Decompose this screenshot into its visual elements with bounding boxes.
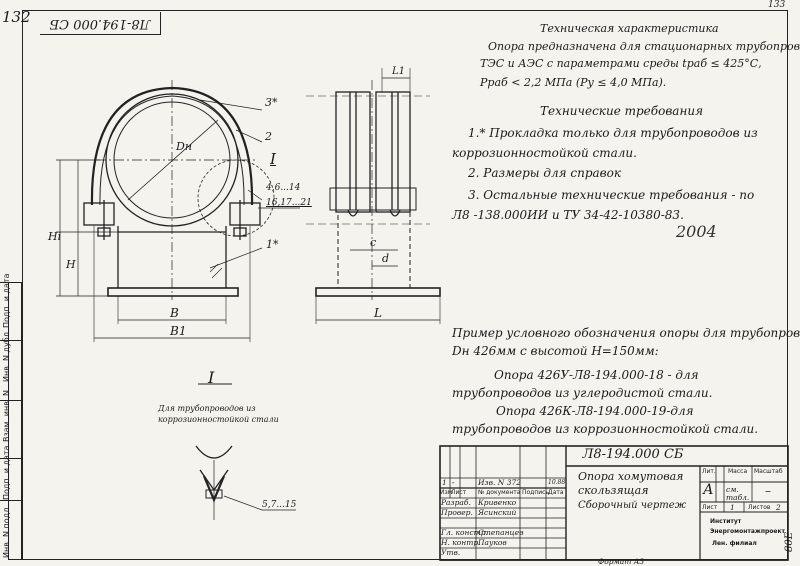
stamp-org3: Лен. филиал [712, 540, 757, 547]
label-l: L [374, 306, 382, 320]
format-label: Формат А3 [598, 557, 645, 566]
tech-req-item3b: Л8 -138.000ИИ и ТУ 34-42-10380-83. [452, 208, 684, 222]
example-line3: Опора 426У-Л8-194.000-18 - для [494, 368, 699, 382]
stamp-lit-header: Лит. [702, 468, 716, 475]
stamp-sheet-label: Лист [702, 504, 718, 511]
label-b: B [170, 306, 179, 320]
label-section-I: I [270, 150, 276, 168]
stamp-name: Кривенко [478, 498, 517, 507]
stamp-org2: Энергомонтажпроект [710, 528, 786, 535]
label-pos-16-21: 16,17...21 [266, 198, 312, 208]
stamp-mass-header: Масса [728, 468, 748, 475]
tech-req-item2: 2. Размеры для справок [468, 166, 622, 180]
stamp-role: Гл. констр. [441, 528, 488, 537]
example-line2: Dн 426мм с высотой Н=150мм: [452, 344, 659, 358]
example-line5: Опора 426К-Л8-194.000-19-для [496, 404, 694, 418]
stamp-role: Провер. [441, 508, 473, 517]
right-edge-mark: 80Е [784, 531, 795, 552]
label-b1: B1 [170, 324, 187, 338]
tech-req-item1a: 1.* Прокладка только для трубопроводов и… [468, 126, 758, 140]
stamp-rev-cell: 10.88 [548, 479, 566, 486]
label-dn: Dн [176, 140, 193, 153]
page-number-left: 132 [2, 8, 31, 26]
detail-caption-line1: Для трубопроводов из [158, 404, 256, 413]
stamp-scale-header: Масштаб [754, 468, 783, 475]
stamp-org1: Институт [710, 518, 742, 525]
stamp-lit-value: А [703, 482, 714, 498]
label-h: H [66, 258, 76, 271]
detail-caption-line2: коррозионностойкой стали [158, 415, 279, 424]
stamp-sheets-value: 2 [776, 503, 781, 512]
label-c: c [370, 236, 377, 249]
tech-req-item3a: 3. Остальные технические требования - по [468, 188, 755, 202]
label-pos-3: 3* [265, 96, 278, 109]
tech-char-line2: ТЭС и АЭС с параметрами среды tраб ≤ 425… [480, 57, 762, 70]
example-line4: трубопроводов из углеродистой стали. [452, 386, 713, 400]
label-hi: Hi [48, 230, 62, 243]
tech-char-line1: Опора предназначена для стационарных тру… [488, 40, 800, 53]
tech-char-line3: Рраб < 2,2 МПа (Ру ≤ 4,0 МПа). [480, 76, 667, 89]
stamp-col-header: № документа [478, 489, 521, 496]
stamp-title2: скользящая [578, 484, 649, 497]
top-code-box: Л8-194.000 СБ [40, 12, 161, 35]
page-number-right: 133 [768, 0, 786, 10]
handwritten-year: 2004 [676, 222, 717, 241]
detail-I-heading: I [208, 368, 215, 387]
label-pos-5-15: 5,7...15 [262, 500, 297, 510]
stamp-name: Пауков [478, 538, 507, 547]
stamp-role: Н. контр. [441, 538, 481, 547]
label-l1: L1 [392, 66, 406, 77]
stamp-sheet-value: 1 [730, 503, 735, 512]
stamp-rev-cell: - [452, 478, 455, 487]
stamp-col-header: Лист [451, 489, 467, 496]
tech-char-heading: Техническая характеристика [540, 22, 719, 35]
stamp-code: Л8-194.000 СБ [582, 447, 684, 462]
stamp-col-header: Изм [440, 489, 453, 496]
stamp-title3: Сборочный чертеж [578, 500, 687, 511]
stamp-col-header: Дата [548, 489, 564, 496]
label-d: d [382, 252, 390, 265]
stamp-name: Степанцев [478, 528, 524, 537]
tech-req-heading: Технические требования [540, 104, 704, 118]
stamp-title1: Опора хомутовая [578, 470, 684, 483]
example-line6: трубопроводов из коррозионностойкой стал… [452, 422, 759, 436]
example-line1: Пример условного обозначения опоры для т… [452, 326, 800, 340]
stamp-col-header: Подпись [522, 489, 549, 496]
stamp-scale-value: – [765, 484, 771, 498]
label-pos-1: 1* [266, 238, 279, 251]
stamp-mass-value: см. табл. [726, 485, 750, 502]
stamp-rev-cell: 1 [442, 478, 447, 487]
stamp-role: Утв. [441, 548, 461, 557]
drawing-frame [22, 10, 788, 560]
tech-req-item1b: коррозионностойкой стали. [452, 146, 637, 160]
label-pos-4-14: 4,6...14 [266, 183, 301, 193]
label-pos-2: 2 [265, 130, 272, 143]
stamp-name: Ясинский [478, 508, 517, 517]
stamp-role: Разраб. [441, 498, 471, 507]
stamp-sheets-label: Листов [748, 504, 771, 511]
stamp-rev-cell: Изв. N 372 [478, 478, 522, 487]
